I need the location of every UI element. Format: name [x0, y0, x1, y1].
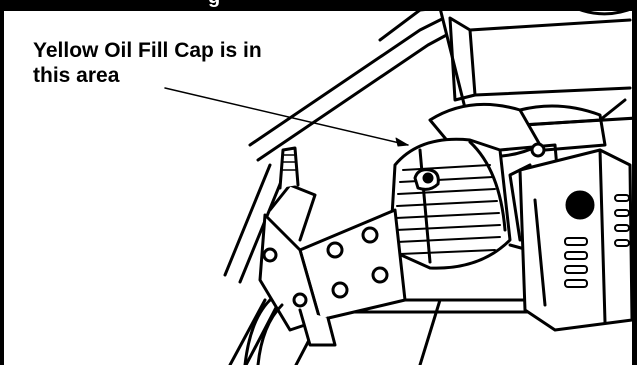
section-header-bar: g	[0, 0, 637, 11]
muffler	[520, 150, 632, 330]
callout-label: Yellow Oil Fill Cap is in this area	[33, 38, 353, 88]
callout-line-2: this area	[33, 63, 353, 88]
engine-housing	[430, 0, 637, 156]
pump-manifold	[245, 148, 405, 365]
callout-line-1: Yellow Oil Fill Cap is in	[33, 38, 353, 63]
callout-leader-line	[165, 88, 408, 145]
section-header-title: g	[208, 0, 220, 9]
callout-arrowhead	[396, 138, 408, 146]
